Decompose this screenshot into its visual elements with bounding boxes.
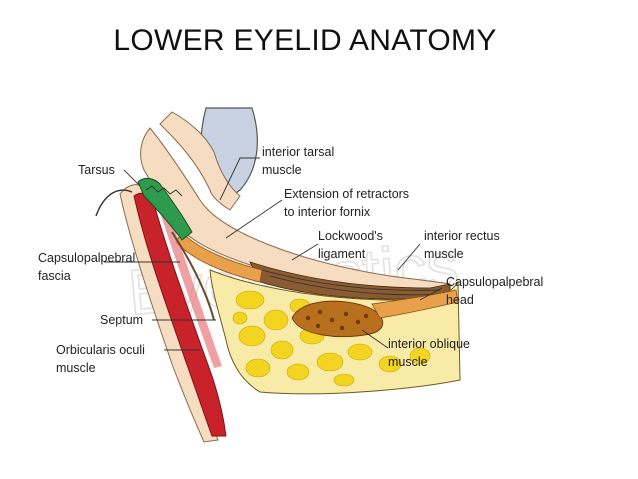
fat-lobules bbox=[232, 290, 431, 387]
inferior-oblique-shape bbox=[291, 300, 384, 338]
leader-lines bbox=[104, 157, 443, 351]
label-rectus-2: muscle bbox=[424, 247, 464, 261]
label-orbicularis-1: Orbicularis oculi bbox=[56, 343, 145, 357]
label-lockwood-1: Lockwood's bbox=[318, 229, 383, 243]
conjunctiva-upper-shape bbox=[159, 111, 241, 211]
septum-line-shape bbox=[171, 231, 215, 321]
capsulopalpebral-fascia-shape bbox=[175, 231, 263, 283]
oblique-dots bbox=[305, 309, 369, 331]
label-inferior-tarsal-1: interior tarsal bbox=[262, 145, 334, 159]
label-tarsus: Tarsus bbox=[78, 163, 115, 177]
label-oblique-1: interior oblique bbox=[388, 337, 470, 351]
rectus-stripes bbox=[261, 269, 447, 296]
label-cp-head-2: head bbox=[446, 293, 474, 307]
label-septum: Septum bbox=[100, 313, 143, 327]
eyelash-shape bbox=[95, 189, 133, 217]
label-extension-2: to interior fornix bbox=[284, 205, 371, 219]
label-rectus-1: interior rectus bbox=[424, 229, 500, 243]
orbicularis-inner-shape bbox=[158, 206, 222, 368]
slide-title: LOWER EYELID ANATOMY bbox=[113, 24, 497, 57]
label-oblique-2: muscle bbox=[388, 355, 428, 369]
label-cp-head-1: Capsulopalpebral bbox=[446, 275, 543, 289]
label-cp-fascia-1: Capsulopalpebral bbox=[38, 251, 135, 265]
tarsus-shape bbox=[137, 177, 193, 241]
tarsus-glands bbox=[145, 185, 183, 197]
capsulopalpebral-head-shape bbox=[371, 289, 459, 319]
label-cp-fascia-2: fascia bbox=[38, 269, 71, 283]
label-extension-1: Extension of retractors bbox=[284, 187, 409, 201]
label-lockwood-2: ligament bbox=[318, 247, 366, 261]
label-inferior-tarsal-2: muscle bbox=[262, 163, 302, 177]
label-orbicularis-2: muscle bbox=[56, 361, 96, 375]
